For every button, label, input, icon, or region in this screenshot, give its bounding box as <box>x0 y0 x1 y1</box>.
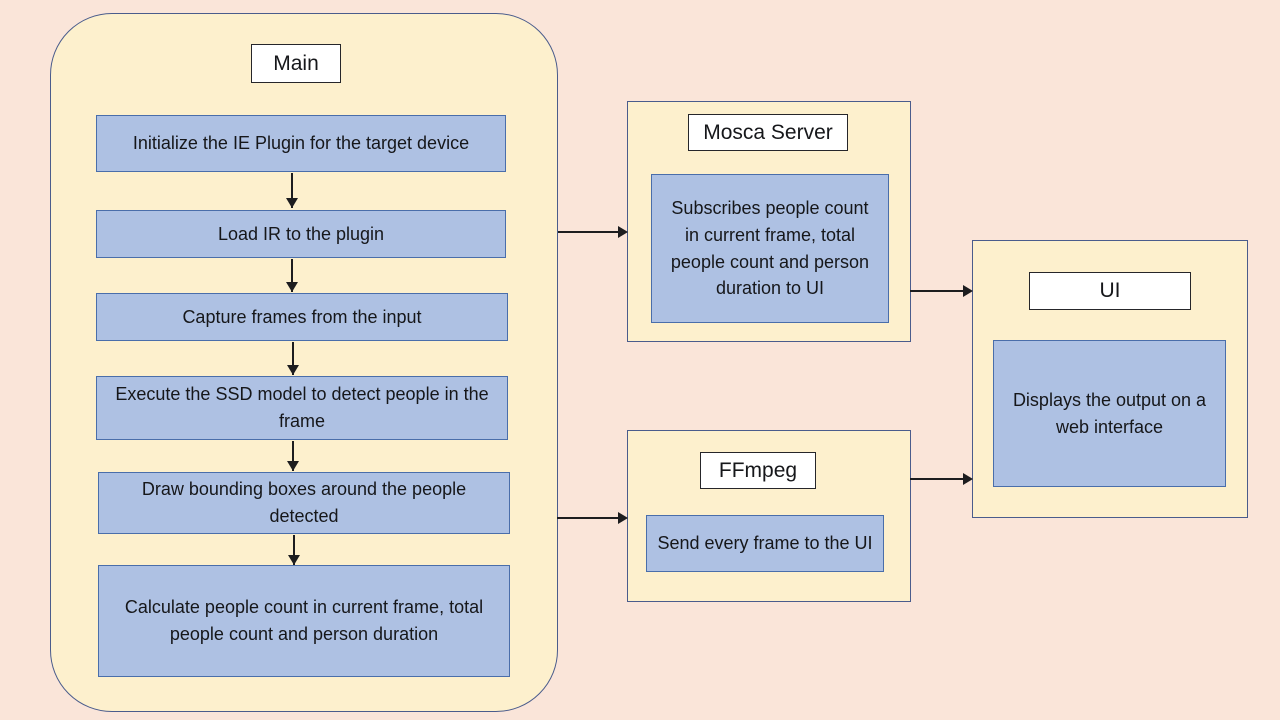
main-step-load-ir[interactable]: Load IR to the plugin <box>96 210 506 258</box>
ui-description-label: Displays the output on a web interface <box>1012 389 1207 437</box>
main-step-capture-frames[interactable]: Capture frames from the input <box>96 293 508 341</box>
connector-mosca-to-ui <box>910 285 973 297</box>
main-step-draw-bounding-boxes[interactable]: Draw bounding boxes around the people de… <box>98 472 510 534</box>
ui-title-box: UI <box>1029 272 1191 310</box>
mosca-server-title-label: Mosca Server <box>703 120 833 144</box>
ui-description-box[interactable]: Displays the output on a web interface <box>993 340 1226 487</box>
ffmpeg-title-box: FFmpeg <box>700 452 816 489</box>
connector-ffmpeg-to-ui <box>910 473 973 485</box>
mosca-server-title-box: Mosca Server <box>688 114 848 151</box>
main-title-box: Main <box>251 44 341 83</box>
ffmpeg-description-box[interactable]: Send every frame to the UI <box>646 515 884 572</box>
main-step-1-label: Initialize the IE Plugin for the target … <box>132 133 470 154</box>
mosca-server-description-box[interactable]: Subscribes people count in current frame… <box>651 174 889 323</box>
ui-title-label: UI <box>1099 279 1121 303</box>
main-step-calculate-people-count[interactable]: Calculate people count in current frame,… <box>98 565 510 677</box>
main-step-execute-ssd-model[interactable]: Execute the SSD model to detect people i… <box>96 376 508 440</box>
main-step-5-label: Draw bounding boxes around the people de… <box>141 479 467 526</box>
connector-main-to-ffmpeg <box>557 512 629 524</box>
main-step-3-label: Capture frames from the input <box>182 306 422 327</box>
connector-main-to-mosca <box>558 226 628 238</box>
ffmpeg-description-label: Send every frame to the UI <box>657 533 873 554</box>
main-step-2-label: Load IR to the plugin <box>217 223 385 244</box>
main-title-label: Main <box>273 51 319 75</box>
ffmpeg-title-label: FFmpeg <box>718 458 798 482</box>
main-step-initialize-ie-plugin[interactable]: Initialize the IE Plugin for the target … <box>96 115 506 172</box>
main-step-4-label: Execute the SSD model to detect people i… <box>115 384 489 431</box>
main-step-6-label: Calculate people count in current frame,… <box>124 597 484 644</box>
mosca-server-description-label: Subscribes people count in current frame… <box>670 198 870 299</box>
